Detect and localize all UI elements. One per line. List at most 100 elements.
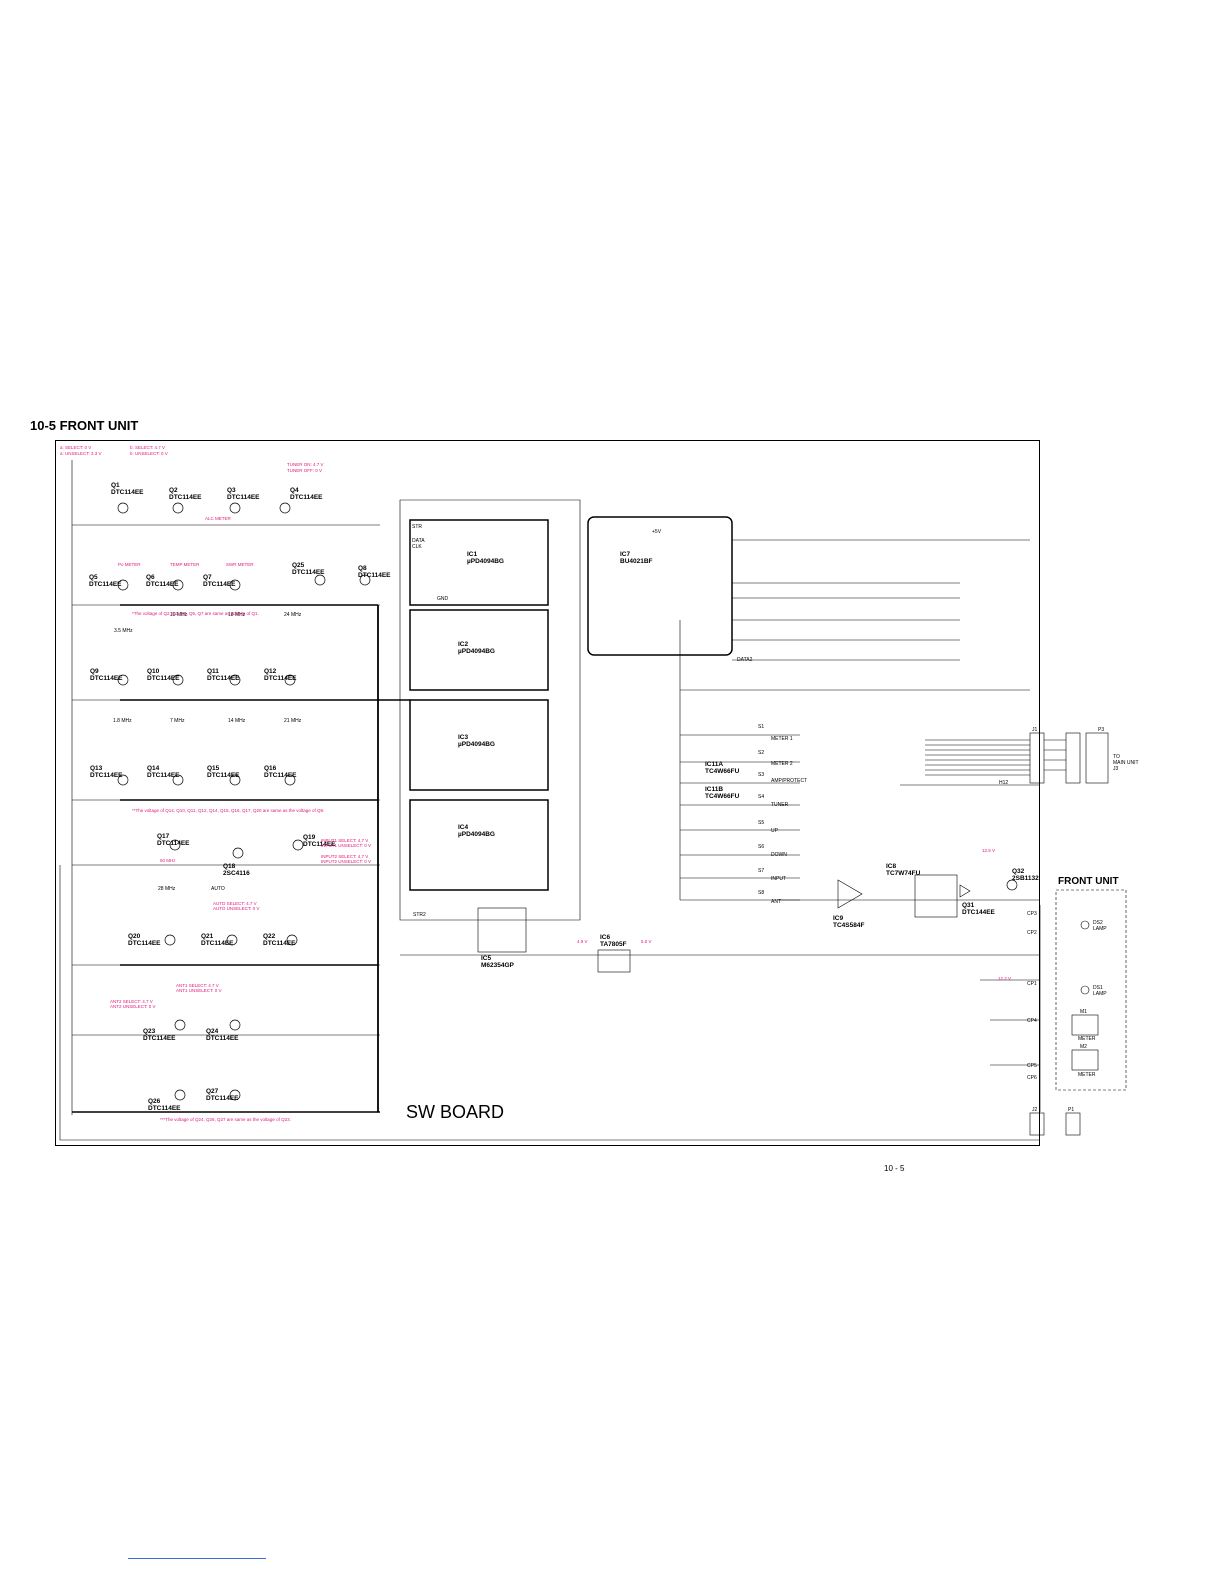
ic7-ref: IC7 xyxy=(620,551,631,558)
q24-type: DTC114EE xyxy=(206,1035,239,1042)
voltage-annotations: a: SELECT: 0 V a: UNSELECT: 3.3 V b: SEL… xyxy=(60,445,1011,1009)
q2-type: DTC114EE xyxy=(169,494,202,501)
ann-auto-select: AUTO SELECT: 4.7 V xyxy=(213,901,257,906)
frequency-labels: 3.5 MHz 10 MHz 18 MHz 24 MHz 1.8 MHz 7 M… xyxy=(113,612,302,892)
q12-type: DTC114EE xyxy=(264,675,297,682)
freq-10mhz: 10 MHz xyxy=(170,612,188,618)
q22-ref: Q22 xyxy=(263,933,276,940)
q7-ref: Q7 xyxy=(203,574,212,581)
section-heading: 10-5 FRONT UNIT xyxy=(30,418,139,433)
m2-label: METER xyxy=(1078,1072,1096,1078)
q31-ref: Q31 xyxy=(962,902,975,909)
conn-j2: J2 xyxy=(1032,1107,1038,1113)
s6-ref: S6 xyxy=(758,844,764,850)
ic6-ref: IC6 xyxy=(600,934,611,941)
conn-cp4: CP4 xyxy=(1027,1018,1037,1024)
q2-ref: Q2 xyxy=(169,487,178,494)
sig-h12: H12 xyxy=(999,780,1008,786)
ann-4-9v: 4.9 V xyxy=(577,939,588,944)
q10-ref: Q10 xyxy=(147,668,160,675)
s8-label: ANT xyxy=(771,899,781,905)
footer-link-line xyxy=(128,1558,266,1559)
q11-type: DTC114EE xyxy=(207,675,240,682)
page-number: 10 - 5 xyxy=(884,1164,905,1173)
q10-type: DTC114EE xyxy=(147,675,180,682)
ann-b-select: b: SELECT: 4.7 V xyxy=(130,445,165,450)
ic9-ref: IC9 xyxy=(833,915,844,922)
ic5-ref: IC5 xyxy=(481,955,492,962)
freq-50mhz: 50 MHz xyxy=(160,858,176,863)
q15-type: DTC114EE xyxy=(207,772,240,779)
sig-clk: CLK xyxy=(412,544,422,550)
q6-type: DTC114EE xyxy=(146,581,179,588)
q23-type: DTC114EE xyxy=(143,1035,176,1042)
ic11a-type: TC4W66FU xyxy=(705,768,740,775)
freq-21mhz: 21 MHz xyxy=(284,718,302,724)
ann-a-unselect: a: UNSELECT: 3.3 V xyxy=(60,451,102,456)
wiring xyxy=(59,460,1127,1141)
ann-b-unselect: b: UNSELECT: 0 V xyxy=(130,451,168,456)
s4-label: TUNER xyxy=(771,802,789,808)
freq-1-8mhz: 1.8 MHz xyxy=(113,718,132,724)
q27-type: DTC114EE xyxy=(206,1095,239,1102)
ic2-ref: IC2 xyxy=(458,641,469,648)
ann-5-0v: 5.0 V xyxy=(641,939,652,944)
q23-ref: Q23 xyxy=(143,1028,156,1035)
switch-labels: S1 METER 1 S2 METER 2 S3 AMP/PROTECT S4 … xyxy=(758,724,807,905)
q21-type: DTC114EE xyxy=(201,940,234,947)
q9-type: DTC114EE xyxy=(90,675,123,682)
ann-ant1-select: ANT1 SELECT: 4.7 V xyxy=(176,983,219,988)
freq-28mhz: 28 MHz xyxy=(158,886,176,892)
ann-ant2-unselect: ANT2 UNSELECT: 0 V xyxy=(110,1004,156,1009)
sig-data: DATA xyxy=(412,538,425,544)
q9-ref: Q9 xyxy=(90,668,99,675)
q4-ref: Q4 xyxy=(290,487,299,494)
freq-24mhz: 24 MHz xyxy=(284,612,302,618)
q16-type: DTC114EE xyxy=(264,772,297,779)
conn-cp3: CP3 xyxy=(1027,911,1037,917)
q8-type: DTC114EE xyxy=(358,572,391,579)
ds2-ref: DS2 xyxy=(1093,920,1103,926)
q14-ref: Q14 xyxy=(147,765,160,772)
ds2-label: LAMP xyxy=(1093,926,1107,932)
to-main-unit-1: TO xyxy=(1113,754,1120,760)
conn-cp1: CP1 xyxy=(1027,981,1037,987)
schematic-frame xyxy=(55,440,1040,1146)
ann-ant1-unselect: ANT1 UNSELECT: 0 V xyxy=(176,988,222,993)
q26-ref: Q26 xyxy=(148,1098,161,1105)
note-q9: **The voltage of Q14, Q10, Q11, Q12, Q14… xyxy=(132,808,324,813)
bus-signal-labels: STR DATA CLK DATA2 STR2 GND +5V H12 xyxy=(412,524,1008,918)
q32-ref: Q32 xyxy=(1012,868,1025,875)
q3-ref: Q3 xyxy=(227,487,236,494)
conn-p1: P1 xyxy=(1068,1107,1074,1113)
s6-label: DOWN xyxy=(771,852,787,858)
q27-ref: Q27 xyxy=(206,1088,219,1095)
freq-14mhz: 14 MHz xyxy=(228,718,246,724)
sig-str: STR xyxy=(412,524,422,530)
ic6-type: TA7805F xyxy=(600,941,627,948)
q21-ref: Q21 xyxy=(201,933,214,940)
ann-swr-meter: SWR METER xyxy=(226,562,254,567)
ann-tuner-off: TUNER OFF: 0 V xyxy=(287,468,322,473)
board-title: SW BOARD xyxy=(406,1102,504,1122)
ic11b-type: TC4W66FU xyxy=(705,793,740,800)
m1-ref: M1 xyxy=(1080,1009,1087,1015)
freq-3-5mhz: 3.5 MHz xyxy=(114,628,133,634)
q5-type: DTC114EE xyxy=(89,581,122,588)
ic1-type: µPD4094BG xyxy=(467,558,504,565)
q4-type: DTC114EE xyxy=(290,494,323,501)
s1-label: METER 1 xyxy=(771,736,793,742)
m1-label: METER xyxy=(1078,1036,1096,1042)
front-unit-parts: DS2 LAMP DS1 LAMP M1 METER M2 METER xyxy=(1078,920,1107,1078)
q19-ref: Q19 xyxy=(303,834,316,841)
ann-auto-unselect: AUTO UNSELECT: 0 V xyxy=(213,906,259,911)
ic3-type: µPD4094BG xyxy=(458,741,495,748)
ic11b-ref: IC11B xyxy=(705,786,723,793)
freq-7mhz: 7 MHz xyxy=(170,718,185,724)
conn-p3: P3 xyxy=(1098,727,1104,733)
q22-type: DTC114EE xyxy=(263,940,296,947)
ann-input1-select: INPUT1 SELECT: 4.7 V xyxy=(321,838,368,843)
s2-label: METER 2 xyxy=(771,761,793,767)
ic3-ref: IC3 xyxy=(458,734,469,741)
q17-type: DTC114EE xyxy=(157,840,190,847)
